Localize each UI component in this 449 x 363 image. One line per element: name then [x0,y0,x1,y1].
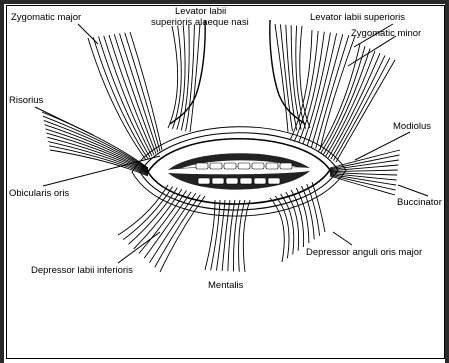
leader-zygomatic-major [78,24,98,44]
leader-modiolus [355,132,410,160]
upper-tooth [210,163,222,169]
label-depressor-labii-inferioris: Depressor labii inferioris [31,265,133,276]
risorius-fibers [42,112,148,176]
label-zygomatic-major: Zygomatic major [11,12,81,23]
lower-tooth [226,178,238,184]
mentalis-fibers [205,200,250,272]
label-levator-labii-alaeque-line2: superioris alaeque nasi [151,17,249,28]
upper-tooth [238,163,250,169]
lower-tooth [212,178,224,184]
label-levator-labii-alaeque-line1: Levator labii [175,6,226,17]
buccinator-fibers [330,150,400,195]
levator-right-fibers [275,24,310,132]
upper-tooth [224,163,236,169]
upper-tooth [196,163,208,169]
upper-tooth [280,163,292,169]
label-buccinator: Buccinator [397,197,442,208]
leader-risorius [35,107,93,135]
leader-depressor-labii [118,232,160,263]
label-levator-labii-superioris: Levator labii superioris [310,12,405,23]
label-obicularis-oris: Obicularis oris [9,188,69,199]
lower-tooth [240,178,252,184]
label-mentalis: Mentalis [208,280,244,291]
zygomatic-minor-fibers [318,44,395,162]
leader-depressor-anguli [333,232,352,245]
leader-buccinator [398,185,428,196]
upper-tooth [252,163,264,169]
lips [168,153,310,189]
lower-tooth [268,178,280,184]
lower-tooth [198,178,210,184]
label-modiolus: Modiolus [393,121,431,132]
levator-left-fibers [168,24,200,132]
leader-zygomatic-minor [348,36,396,66]
upper-tooth [266,163,278,169]
label-zygomatic-minor: Zygomatic minor [351,28,421,39]
label-depressor-anguli-oris-major: Depressor anguli oris major [306,247,422,258]
levator-labii-superioris-fibers [290,30,355,150]
lower-tooth [254,178,266,184]
muscle-fiber-bundles [42,24,400,272]
depressor-labii-fibers [118,185,205,272]
label-risorius: Risorius [9,95,44,106]
